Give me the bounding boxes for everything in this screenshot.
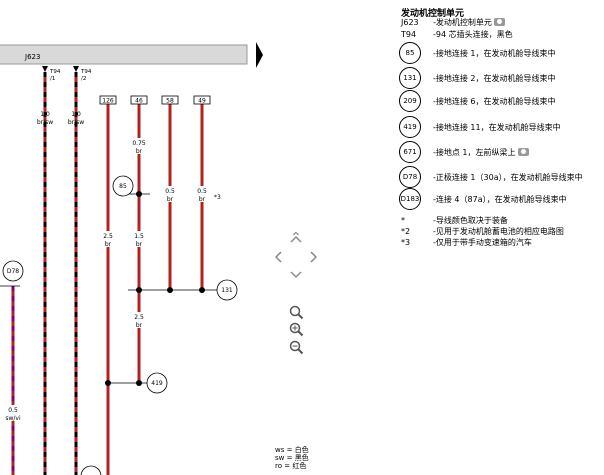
pin-t94-2-label-pin: /2: [81, 76, 86, 82]
legend-item-t94: T94 -94 芯插头连接，黑色: [401, 30, 513, 40]
ground-text: -接地点 1，左前纵梁上: [433, 147, 529, 158]
pin-t94-2-label: T94: [80, 69, 92, 75]
box-58: [161, 95, 179, 105]
component-bar: [0, 44, 248, 65]
ground-text: -接地连接 11，在发动机舱导线束中: [433, 123, 561, 132]
ground-text: -正极连接 1（30a），在发动机舱导线束中: [433, 173, 583, 182]
note-key: *3: [401, 238, 411, 247]
note-key: *2: [401, 227, 411, 236]
junction-dot-4: [136, 380, 142, 386]
legend-key: T94: [401, 30, 417, 39]
pin-t94-2-size: 1.0: [71, 111, 81, 118]
node-85-label: 85: [119, 183, 127, 190]
node-85: [112, 175, 134, 197]
node-419-label: 419: [151, 380, 163, 387]
lbl-25-a-color: br: [105, 241, 112, 248]
color-sw: sw = 黑色: [275, 454, 309, 462]
note-1: * -导线颜色取决于装备: [401, 216, 508, 226]
note-text: -见用于发动机舱蓄电池的相应电路图: [433, 227, 564, 236]
node-d78: [2, 260, 24, 282]
lbl-05-swvi-size: 0.5: [8, 407, 18, 414]
ground-text: -接地连接 1，在发动机舱导线束中: [433, 49, 556, 58]
box-126: [99, 95, 117, 105]
lbl-05-b-size: 0.5: [197, 188, 207, 195]
lbl-05-a-bg: [162, 186, 178, 202]
ground-symbol: 85: [399, 42, 421, 64]
node-131: [216, 279, 238, 301]
note-text: -导线颜色取决于装备: [433, 216, 508, 225]
junction-dot-2: [167, 287, 173, 293]
lbl-15-size: 1.5: [134, 233, 144, 240]
box-49-label: 49: [198, 98, 206, 105]
junction-dot-3: [199, 287, 205, 293]
lbl-15-bg: [131, 231, 147, 247]
note-3: *3 -仅用于带手动变速箱的汽车: [401, 238, 532, 248]
ground-symbol: 209: [399, 90, 421, 112]
box-58-label: 58: [166, 98, 174, 105]
box-126-label: 126: [102, 98, 114, 105]
ground-symbol: D78: [399, 166, 421, 188]
legend-text: -发动机控制单元: [433, 18, 492, 27]
component-label: J623: [24, 53, 40, 61]
lbl-05-swvi-color: sw/vi: [5, 415, 21, 422]
lbl-075-color: br: [136, 148, 143, 155]
lbl-075-size: 0.75: [132, 140, 146, 147]
color-ro: ro = 红色: [275, 462, 307, 470]
zoom-icon[interactable]: [289, 305, 304, 320]
lbl-05-a-color: br: [167, 196, 174, 203]
note-2: *2 -见用于发动机舱蓄电池的相应电路图: [401, 227, 564, 237]
ground-text: -连接 4（87a），在发动机舱导线束中: [433, 195, 567, 204]
legend-key: J623: [401, 18, 419, 27]
lbl-15-color: br: [136, 241, 143, 248]
camera-icon[interactable]: [517, 148, 529, 156]
pin-t94-1-color: br/sw: [37, 119, 53, 126]
pin-t94-1-size: 1.0: [40, 111, 50, 118]
pin-t94-1-label: T94: [49, 69, 61, 75]
legend-text: -94 芯插头连接，黑色: [433, 30, 513, 39]
pin-t94-1-arrow: [42, 66, 48, 72]
node-d78-label: D78: [7, 268, 19, 275]
pin-t94-2-arrow: [73, 66, 79, 72]
junction-dot-5: [105, 380, 111, 386]
ground-symbol: 671: [399, 141, 421, 163]
zoom-out-icon[interactable]: [289, 340, 304, 355]
node-131-label: 131: [221, 287, 233, 294]
direction-pad-icon[interactable]: [273, 234, 323, 284]
lbl-05-swvi-bg: [5, 405, 21, 421]
box-46-label: 46: [135, 98, 143, 105]
lbl-25-b-bg: [131, 312, 147, 328]
lbl-05-b-bg: [194, 186, 210, 202]
ground-symbol: 131: [399, 67, 421, 89]
lbl-05-b-color: br: [199, 196, 206, 203]
junction-dot-1: [136, 287, 142, 293]
color-legend: ws = 白色 sw = 黑色 ro = 红色: [275, 446, 309, 470]
lbl-05-a-size: 0.5: [165, 188, 175, 195]
lbl-25-b-size: 2.5: [134, 314, 144, 321]
box-46: [130, 95, 148, 105]
zoom-in-icon[interactable]: [289, 322, 304, 337]
color-ws: ws = 白色: [275, 446, 309, 454]
box-49: [193, 95, 211, 105]
pin-t94-2-color: br/sw: [68, 119, 84, 126]
note-key: *: [401, 216, 405, 225]
note-mark: *3: [214, 194, 221, 201]
note-text: -仅用于带手动变速箱的汽车: [433, 238, 532, 247]
node-419: [146, 372, 168, 394]
junction-dot-0: [136, 191, 142, 197]
ground-symbol: 419: [399, 116, 421, 138]
pin-t94-1-label-pin: /1: [50, 76, 55, 82]
node-partial: [80, 465, 102, 475]
legend-title: 发动机控制单元: [401, 9, 465, 19]
expand-arrow-icon[interactable]: [256, 42, 263, 68]
ground-symbol: D183: [399, 188, 421, 210]
legend-item-j623: J623 -发动机控制单元: [401, 18, 505, 28]
lbl-075-bg: [131, 138, 147, 154]
lbl-25-b-color: br: [136, 322, 143, 329]
ground-text: -接地连接 2，在发动机舱导线束中: [433, 74, 556, 83]
camera-icon[interactable]: [493, 18, 505, 26]
lbl-25-a-bg: [100, 231, 116, 247]
lbl-25-a-size: 2.5: [103, 233, 113, 240]
ground-text: -接地连接 6，在发动机舱导线束中: [433, 97, 556, 106]
